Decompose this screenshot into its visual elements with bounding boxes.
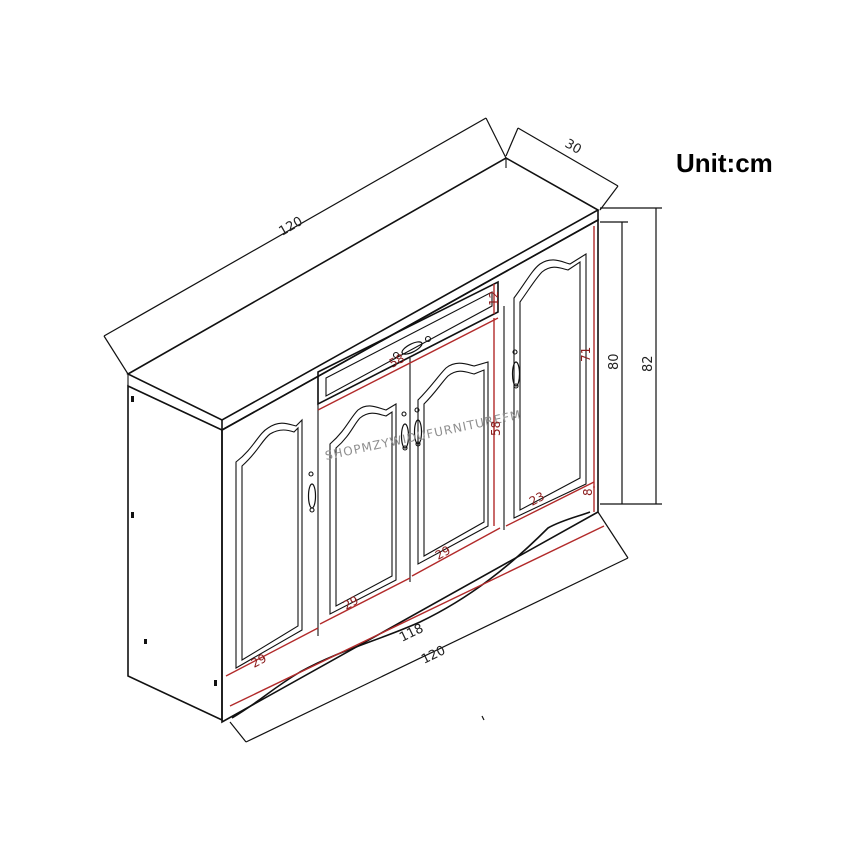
unit-label: Unit:cm [676, 148, 773, 178]
label-height-body: 80 [607, 353, 622, 370]
cabinet-drawing [126, 157, 600, 724]
door-3-handle [413, 407, 423, 447]
label-top-depth: 30 [562, 136, 584, 157]
door-1-handle [307, 471, 317, 513]
cabinet-left-side [127, 384, 223, 722]
label-door-width-2: 29 [341, 593, 361, 613]
label-door-width-1: 29 [249, 651, 269, 671]
label-top-width: 120 [277, 214, 306, 239]
label-drawer-width: 58 [387, 351, 407, 371]
label-inner-door-height: 58 [489, 421, 503, 436]
label-bottom-inner-width: 118 [397, 621, 426, 645]
label-door-width-4: 23 [527, 489, 547, 509]
door-2-panel [329, 403, 410, 615]
label-base-height: 8 [581, 488, 595, 496]
door-dividers [221, 306, 505, 720]
label-height-total: 82 [641, 355, 656, 372]
label-door-width-3: 29 [433, 543, 453, 563]
drawer-front [317, 280, 499, 406]
door-3-panel [413, 361, 489, 565]
inner-dimension-lines [225, 226, 605, 707]
door-1-panel [235, 418, 317, 669]
label-drawer-height: 12 [487, 291, 501, 306]
drawer-handle [392, 335, 432, 359]
base-skirt [231, 511, 591, 719]
side-holes [131, 396, 217, 686]
door-4-panel [511, 253, 587, 519]
door-4-handle [511, 349, 521, 389]
outer-dimension-lines [103, 117, 662, 743]
door-2-handle [400, 411, 410, 451]
label-door-height: 71 [579, 347, 593, 362]
